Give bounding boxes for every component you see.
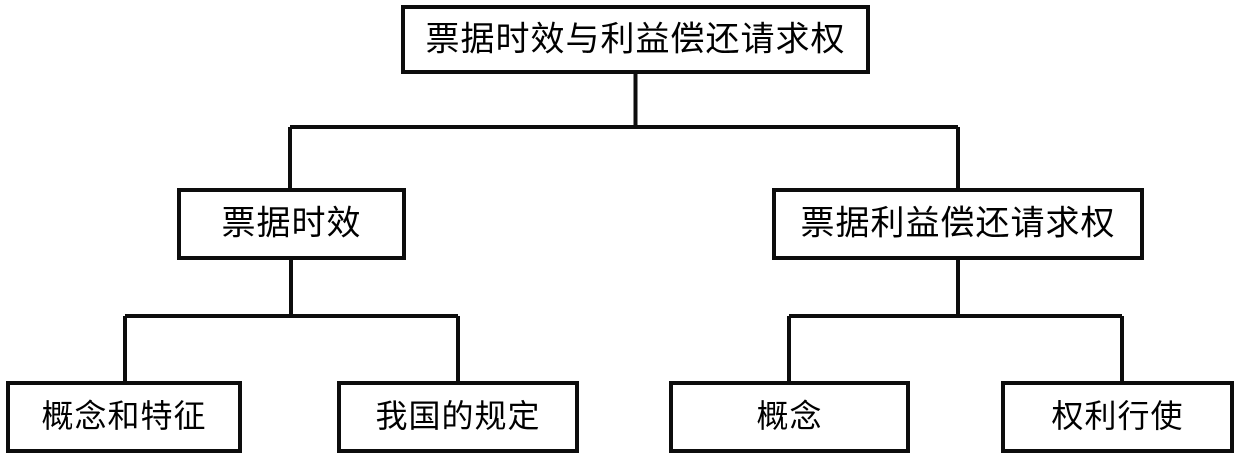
- node-leaf-4-label: 权利行使: [1051, 397, 1183, 435]
- node-leaf-1[interactable]: 概念和特征: [6, 381, 242, 453]
- node-leaf-2-label: 我国的规定: [375, 397, 540, 435]
- node-leaf-1-label: 概念和特征: [41, 397, 206, 435]
- node-root-box[interactable]: [401, 5, 870, 74]
- node-branch-left-label: 票据时效: [222, 204, 362, 244]
- node-root[interactable]: 票据时效与利益偿还请求权: [401, 5, 870, 74]
- node-leaf-3-box[interactable]: [669, 381, 910, 453]
- node-branch-right[interactable]: 票据利益偿还请求权: [772, 188, 1144, 260]
- node-leaf-4[interactable]: 权利行使: [1001, 381, 1234, 453]
- node-leaf-3-label: 概念: [756, 397, 822, 435]
- connector-group: [123, 72, 1124, 383]
- node-leaf-3[interactable]: 概念: [669, 381, 910, 453]
- node-leaf-4-box[interactable]: [1001, 381, 1234, 453]
- node-branch-right-label: 票据利益偿还请求权: [801, 204, 1116, 244]
- node-leaf-2[interactable]: 我国的规定: [337, 381, 579, 453]
- node-branch-right-box[interactable]: [772, 188, 1144, 260]
- node-leaf-1-box[interactable]: [6, 381, 242, 453]
- node-root-label: 票据时效与利益偿还请求权: [426, 20, 846, 60]
- node-branch-left-box[interactable]: [177, 188, 406, 260]
- node-branch-left[interactable]: 票据时效: [177, 188, 406, 260]
- node-leaf-2-box[interactable]: [337, 381, 579, 453]
